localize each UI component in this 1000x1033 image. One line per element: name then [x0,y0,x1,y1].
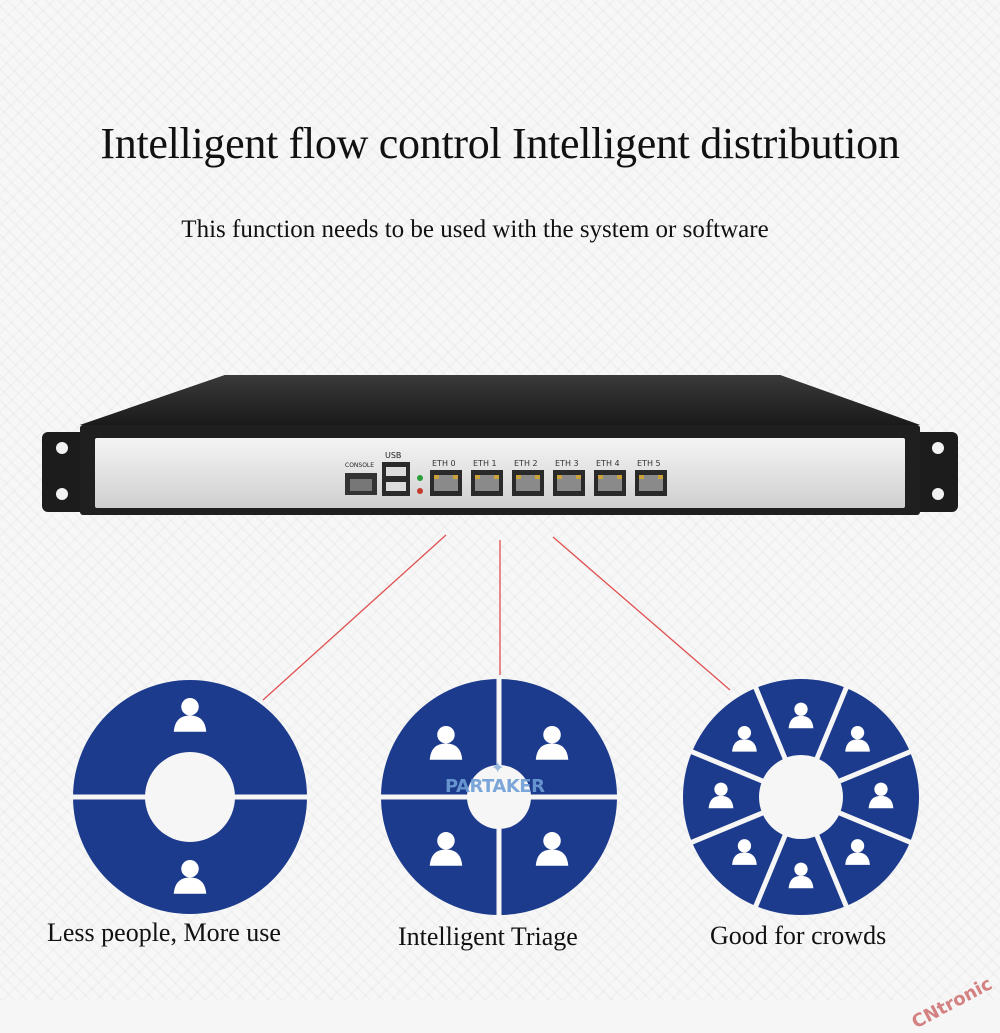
watermark-star-icon: ✦ [491,758,505,777]
eth-port-label: ETH 5 [637,459,661,468]
caption-good-for-crowds: Good for crowds [710,921,887,950]
person-icon [173,698,207,732]
rack-ear-right [910,432,958,512]
led-indicator-icon [417,488,423,494]
led-indicator-icon [417,475,423,481]
network-appliance: CONSOLE USB ETH 0 ETH 1 ETH 2 ETH 3 ETH 4 ETH… [42,375,958,515]
eth-port-label: ETH 2 [514,459,538,468]
person-icon [535,832,569,866]
watermark-partaker: PARTAKER [445,776,545,797]
ethernet-port-icon [635,470,667,496]
person-icon [845,726,870,752]
ethernet-port-icon [430,470,462,496]
connector-line-left [262,534,447,701]
connector-line-right [552,536,731,691]
rack-ear-left [42,432,90,512]
ethernet-port-icon [512,470,544,496]
person-icon [732,726,757,752]
person-icon [788,702,814,729]
distribution-diagram [71,534,919,917]
console-port-icon [345,473,377,495]
person-icon [868,782,894,809]
ethernet-port-icon [553,470,585,496]
usb-port-icon [382,462,410,496]
ethernet-port-icon [471,470,503,496]
person-icon [429,725,463,760]
ring-diagram-2 [379,677,619,917]
person-icon [173,860,207,894]
ring-diagram-1 [71,680,309,914]
eth-port-label: ETH 1 [473,459,497,468]
person-icon [845,839,870,865]
eth-port-label: ETH 4 [596,459,620,468]
ethernet-port-icon [594,470,626,496]
ring-diagram-3 [683,679,919,915]
person-icon [708,782,734,809]
page-title: Intelligent flow control Intelligent dis… [100,119,900,168]
person-icon [535,725,569,760]
eth-port-label: ETH 0 [432,459,456,468]
caption-intelligent-triage: Intelligent Triage [398,922,578,951]
person-icon [732,839,757,865]
page-subtitle: This function needs to be used with the … [181,216,769,243]
eth-port-label: ETH 3 [555,459,579,468]
caption-less-people: Less people, More use [47,918,281,947]
person-icon [788,862,814,889]
usb-label: USB [385,451,401,460]
person-icon [429,832,463,866]
console-label: CONSOLE [345,462,374,469]
